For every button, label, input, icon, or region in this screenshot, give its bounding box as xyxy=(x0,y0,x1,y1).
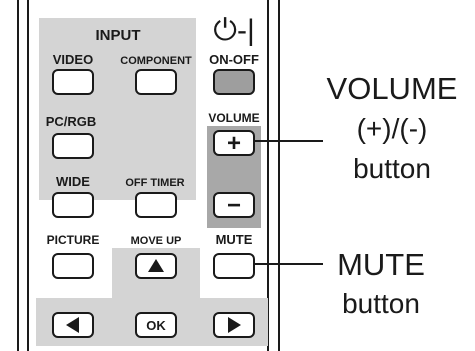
power-icon: ⏻-| xyxy=(213,14,255,47)
ok-label: OK xyxy=(146,318,166,333)
video-label: VIDEO xyxy=(53,52,93,67)
mute-callout-line2: button xyxy=(342,288,420,319)
wide-label: WIDE xyxy=(56,174,90,189)
video-button[interactable] xyxy=(52,69,94,95)
volume-label: VOLUME xyxy=(208,111,259,125)
pc-rgb-button[interactable] xyxy=(52,133,94,159)
triangle-up-icon xyxy=(148,259,164,272)
on-off-button[interactable] xyxy=(213,69,255,95)
minus-icon: − xyxy=(227,192,241,219)
ok-button[interactable] xyxy=(135,312,177,338)
on-off-label: ON-OFF xyxy=(209,52,259,67)
triangle-left-icon xyxy=(66,317,79,333)
plus-icon: + xyxy=(227,130,241,157)
off-timer-button[interactable] xyxy=(135,192,177,218)
mute-label: MUTE xyxy=(216,232,253,247)
volume-callout-line3: button xyxy=(353,153,431,184)
component-label: COMPONENT xyxy=(120,55,192,67)
input-panel xyxy=(39,18,196,200)
wide-button[interactable] xyxy=(52,192,94,218)
triangle-right-icon xyxy=(228,317,241,333)
mute-button[interactable] xyxy=(213,253,255,279)
off-timer-label: OFF TIMER xyxy=(125,177,184,189)
volume-callout-line2: (+)/(-) xyxy=(357,113,428,144)
pc-rgb-label: PC/RGB xyxy=(46,114,97,129)
component-button[interactable] xyxy=(135,69,177,95)
move-up-label: MOVE UP xyxy=(131,235,182,247)
volume-plus-button[interactable] xyxy=(213,130,255,156)
picture-button[interactable] xyxy=(52,253,94,279)
input-label: INPUT xyxy=(96,27,141,44)
volume-callout-line1: VOLUME xyxy=(327,71,458,106)
picture-label: PICTURE xyxy=(47,233,100,247)
remote-body xyxy=(17,0,280,351)
volume-minus-button[interactable] xyxy=(213,192,255,218)
mute-callout-line1: MUTE xyxy=(337,247,425,282)
